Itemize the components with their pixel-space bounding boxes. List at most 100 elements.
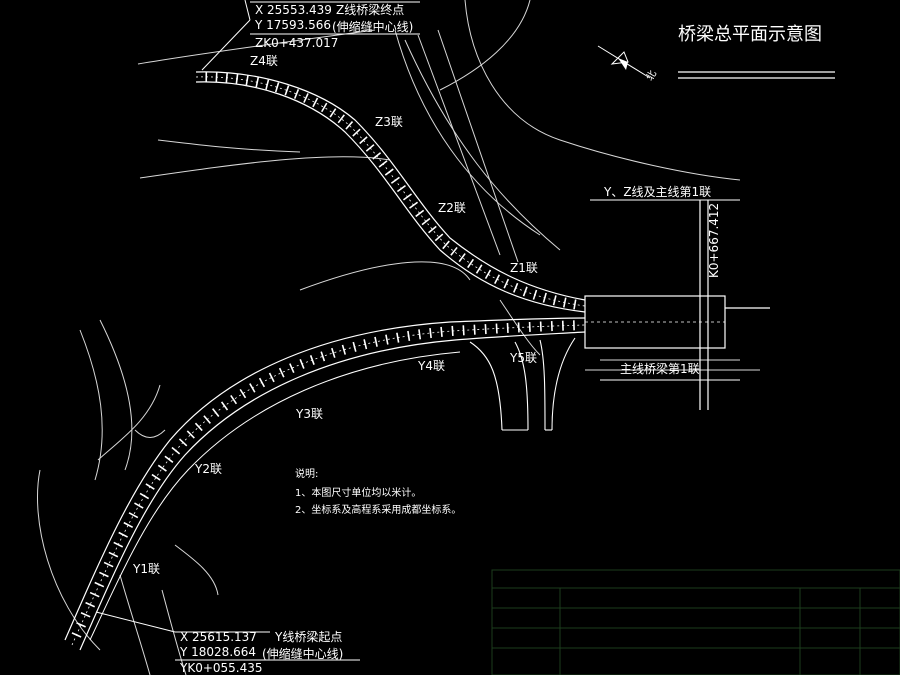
pier-tick bbox=[128, 512, 139, 519]
notes-heading: 说明: bbox=[295, 467, 318, 480]
pier-tick bbox=[299, 358, 305, 369]
pier-tick bbox=[268, 372, 275, 383]
notes-block: 说明: 1、本图尺寸单位均以米计。 2、坐标系及高程系采用成都坐标系。 bbox=[295, 467, 461, 516]
pier-tick bbox=[230, 395, 238, 405]
pier-tick bbox=[108, 551, 119, 558]
pier-tick bbox=[442, 240, 450, 250]
pier-tick bbox=[203, 415, 211, 424]
pier-tick bbox=[458, 253, 466, 263]
pier-tick bbox=[467, 258, 475, 269]
pier-tick bbox=[374, 336, 378, 347]
main-line-bridge bbox=[584, 200, 770, 410]
drawing-title: 桥梁总平面示意图 bbox=[678, 24, 822, 45]
pier-tick bbox=[475, 264, 483, 274]
z-end-y: Y 17593.566 bbox=[254, 18, 331, 32]
pier-tick bbox=[450, 246, 458, 256]
pier-tick bbox=[99, 571, 109, 578]
span-label-z2: Z2联 bbox=[438, 201, 466, 215]
pier-tick bbox=[341, 344, 347, 355]
pier-tick bbox=[309, 355, 315, 365]
main-start-annotation: Y、Z线及主线第1联 K0+667.412 主线桥梁第1联 bbox=[590, 185, 740, 381]
pier-tick bbox=[329, 108, 337, 118]
pier-tick bbox=[85, 601, 96, 608]
span-label-z3: Z3联 bbox=[375, 115, 403, 129]
pier-tick bbox=[396, 185, 406, 193]
pier-tick bbox=[284, 85, 290, 96]
pier-tick bbox=[220, 401, 229, 411]
pier-tick bbox=[434, 233, 444, 242]
z-end-station: ZK0+437.017 bbox=[255, 36, 338, 50]
pier-tick bbox=[89, 591, 100, 598]
pier-tick bbox=[484, 269, 492, 280]
pier-marks-y bbox=[71, 320, 575, 638]
pier-tick bbox=[186, 430, 195, 439]
span-label-z1: Z1联 bbox=[510, 261, 538, 275]
pier-tick bbox=[345, 121, 354, 130]
pier-tick bbox=[164, 455, 174, 463]
span-label-y2: Y2联 bbox=[194, 462, 222, 476]
pier-tick bbox=[118, 531, 128, 538]
pier-tick bbox=[440, 326, 443, 337]
y-start-station: YK0+055.435 bbox=[179, 661, 263, 675]
pier-tick bbox=[532, 289, 538, 300]
pier-tick bbox=[171, 446, 181, 455]
pier-tick bbox=[320, 102, 328, 113]
pier-tick bbox=[194, 422, 203, 432]
pier-tick bbox=[145, 483, 155, 490]
pier-tick bbox=[71, 632, 82, 638]
notes-line-2: 2、坐标系及高程系采用成都坐标系。 bbox=[295, 503, 461, 516]
pier-tick bbox=[235, 73, 239, 84]
y-start-label: Y线桥梁起点 bbox=[274, 629, 342, 644]
pier-tick bbox=[249, 383, 256, 393]
pier-tick bbox=[134, 502, 144, 509]
coordinate-table bbox=[491, 569, 900, 675]
pier-tick bbox=[178, 438, 188, 447]
span-label-y4: Y4联 bbox=[417, 359, 445, 373]
pier-tick bbox=[451, 325, 454, 337]
terrain-lines bbox=[37, 0, 760, 675]
pier-tick bbox=[139, 492, 150, 500]
y-start-x: X 25615.137 bbox=[180, 630, 257, 644]
main-start-label-top: Y、Z线及主线第1联 bbox=[603, 185, 711, 199]
pier-tick bbox=[372, 152, 382, 160]
z-end-x: X 25553.439 bbox=[255, 3, 332, 17]
pier-tick bbox=[352, 128, 361, 137]
y-start-sub: (伸缩缝中心线) bbox=[262, 646, 343, 661]
pier-tick bbox=[289, 363, 295, 374]
span-label-z4: Z4联 bbox=[250, 54, 278, 68]
pier-tick bbox=[80, 611, 91, 618]
pier-tick bbox=[331, 347, 336, 358]
pier-tick bbox=[396, 332, 400, 343]
main-start-station: K0+667.412 bbox=[707, 203, 721, 278]
pier-tick bbox=[103, 561, 114, 568]
pier-tick bbox=[363, 339, 368, 350]
notes-line-1: 1、本图尺寸单位均以米计。 bbox=[295, 486, 421, 499]
pier-tick bbox=[255, 77, 260, 88]
pier-tick bbox=[94, 581, 105, 588]
pier-tick bbox=[123, 521, 134, 528]
pier-tick bbox=[265, 79, 270, 90]
z-end-annotation: X 25553.439 Y 17593.566 Z线桥梁终点 (伸缩缝中心线) … bbox=[201, 0, 420, 71]
pier-tick bbox=[552, 295, 557, 306]
pier-tick bbox=[495, 323, 498, 334]
pier-tick bbox=[303, 93, 309, 103]
y-line-bridge bbox=[64, 317, 586, 651]
pier-tick bbox=[151, 473, 161, 481]
pier-tick bbox=[407, 330, 411, 341]
pier-tick bbox=[573, 299, 577, 310]
pier-tick bbox=[542, 292, 547, 303]
z-end-sub: (伸缩缝中心线) bbox=[332, 19, 413, 34]
pier-tick bbox=[402, 193, 412, 201]
pier-tick bbox=[76, 622, 86, 628]
pier-tick bbox=[274, 82, 280, 93]
pier-tick bbox=[562, 297, 567, 308]
pier-tick bbox=[421, 217, 431, 226]
pier-tick bbox=[245, 75, 249, 86]
pier-tick bbox=[385, 334, 389, 345]
z-end-label: Z线桥梁终点 bbox=[336, 2, 404, 17]
span-label-y1: Y1联 bbox=[132, 562, 160, 576]
pier-tick bbox=[418, 329, 422, 340]
pier-tick bbox=[258, 377, 266, 388]
pier-tick bbox=[429, 327, 432, 339]
